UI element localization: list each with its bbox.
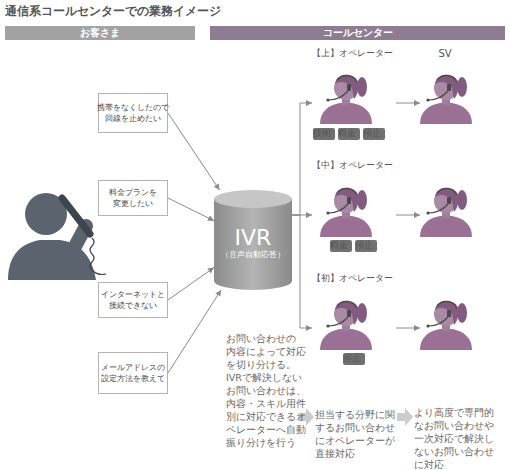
escalation-arrow [396, 328, 420, 329]
flow-connector [292, 103, 312, 215]
flow-block-arrow [397, 408, 413, 426]
operator-figure [320, 188, 372, 237]
inquiry-box: インターネットと 接続できない [98, 282, 168, 318]
inquiry-text: 料金プランを 変更したい [100, 187, 166, 209]
role-label: 【上】オペレーター [312, 48, 393, 59]
inquiry-text: 携帯をなくしたので 回線を止めたい [97, 102, 169, 124]
inquiry-box: 携帯をなくしたので 回線を止めたい [98, 93, 168, 133]
inquiry-box: 料金プランを 変更したい [98, 180, 168, 216]
diagram-title: 通信系コールセンターでの業務イメージ [5, 3, 221, 20]
ivr-sublabel: （音声自動応答） [221, 250, 285, 260]
inquiry-box: メールアドレスの 設定方法を教えて [98, 352, 168, 394]
phone-cord [90, 238, 106, 275]
operator-figure [320, 75, 372, 124]
phone-handset [62, 198, 90, 234]
band-label: お客さま [80, 26, 120, 40]
ivr-cylinder: IVR（音声自動応答） [214, 190, 292, 290]
band-label: コールセンター [323, 26, 393, 40]
skill-tag: 料金 [338, 128, 360, 140]
note-text: お問い合わせの 内容によって対応 を切り分ける。 IVRで解決しない お問い合わ… [226, 332, 306, 449]
escalation-arrow [396, 215, 420, 216]
flow-connector [168, 290, 221, 373]
flow-connector [292, 215, 312, 328]
supervisor-figure [420, 301, 472, 350]
cylinder-top [214, 190, 292, 208]
tag-label: 料金 [330, 240, 348, 251]
skill-tag: 料金 [330, 240, 352, 252]
operator-node: 【初】オペレーター停止 [312, 273, 396, 368]
flow-connector [396, 103, 420, 104]
flow-connector [168, 113, 220, 190]
skill-tag: 技術 [313, 128, 335, 140]
operator-node: 【中】オペレーター料金停止 [312, 160, 396, 255]
role-label: SV [420, 48, 470, 59]
inquiry-text: インターネットと 接続できない [100, 289, 166, 311]
role-label: 【初】オペレーター [312, 273, 393, 284]
supervisor-node: SV [420, 48, 470, 128]
ivr-label: IVR [235, 226, 272, 250]
flow-connector [168, 268, 214, 300]
tag-label: 停止 [363, 128, 381, 139]
tag-label: 停止 [343, 353, 361, 364]
operator-node: 【上】オペレーター技術料金停止 [312, 48, 396, 143]
supervisor-figure [420, 75, 472, 124]
skill-tag: 停止 [363, 128, 385, 140]
tag-label: 技術 [313, 128, 331, 139]
tag-label: 停止 [355, 240, 373, 251]
role-label: 【中】オペレーター [312, 160, 393, 171]
inquiry-text: メールアドレスの 設定方法を教えて [100, 362, 166, 384]
skill-tag: 停止 [355, 240, 377, 252]
flow-connector [292, 215, 312, 216]
cylinder-body [214, 199, 292, 290]
tag-label: 料金 [338, 128, 356, 139]
note-text: 担当する分野に関 するお問い合わせ にオペレーターが 直接対応 [315, 408, 395, 460]
customer-figure [8, 193, 106, 280]
operator-figure [320, 301, 372, 350]
skill-tag: 停止 [343, 353, 365, 365]
section-band: コールセンター [210, 26, 505, 40]
flow-connector [168, 198, 214, 221]
supervisor-figure [420, 188, 472, 237]
section-band: お客さま [5, 26, 195, 40]
note-text: より高度で専門的 なお問い合わせや 一次対応で解決し ないお問い合わせ に対応 [414, 406, 502, 470]
